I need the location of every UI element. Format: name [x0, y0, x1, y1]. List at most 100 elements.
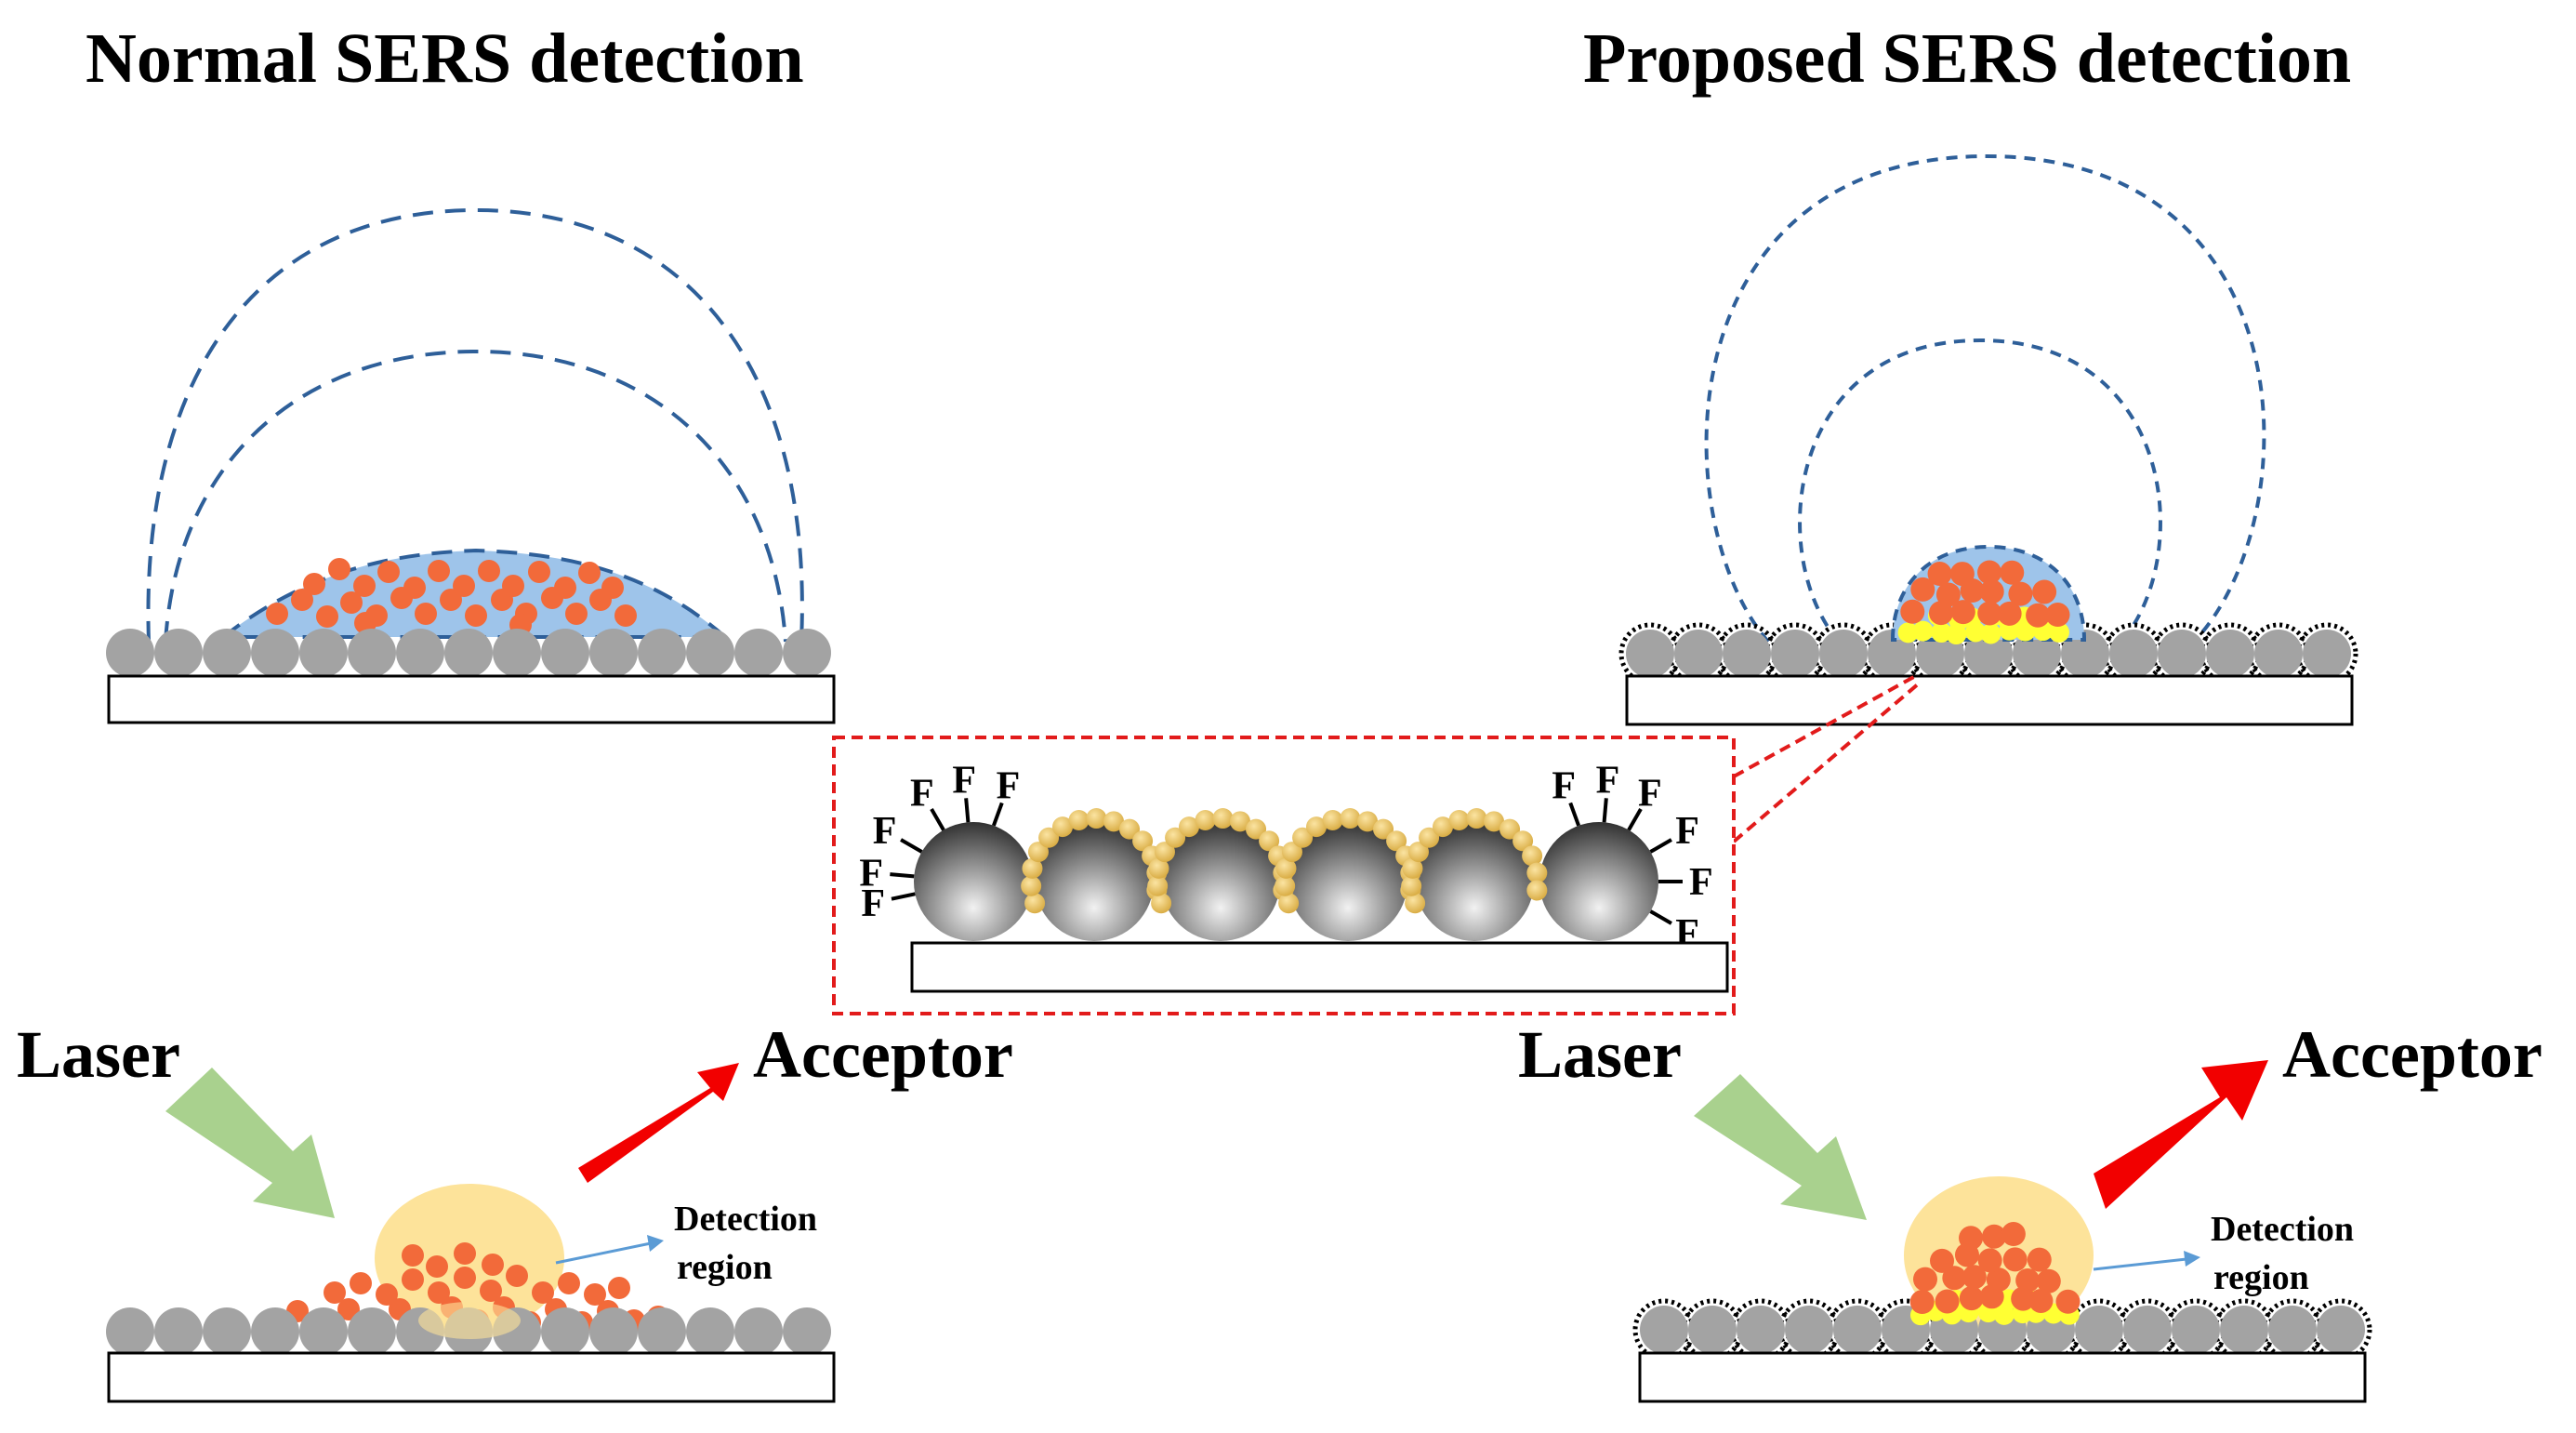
analyte-molecule [453, 575, 475, 597]
silver-nanoparticle [2303, 630, 2351, 678]
silver-nanoparticle [299, 629, 348, 677]
gold-nanoparticle [1419, 827, 1440, 848]
analyte-molecule [1959, 1286, 1984, 1311]
analyte-molecule [2045, 603, 2070, 628]
silver-nanoparticle [203, 629, 251, 677]
silver-nanoparticle [348, 629, 396, 677]
fluorine-label: F [859, 852, 883, 895]
detection-arrow [555, 1241, 652, 1265]
gold-aggregate [1897, 622, 1919, 644]
analyte-molecule [1930, 1248, 1955, 1273]
fluorine-chain [1602, 798, 1608, 823]
gold-nanoparticle [1386, 830, 1407, 852]
gold-nanoparticle [1407, 842, 1429, 863]
silver-nanoparticle [1288, 822, 1407, 941]
acceptor-arrow [578, 1063, 739, 1183]
gold-nanoparticle [1278, 893, 1300, 914]
analyte-molecule [403, 577, 426, 599]
gold-nanoparticle [1027, 842, 1049, 863]
silver-nanoparticle [1640, 1306, 1688, 1354]
analyte-molecule [415, 603, 437, 625]
gold-nanoparticle [1052, 816, 1073, 838]
field-line-inner [164, 349, 787, 643]
analyte-molecules [1900, 560, 2070, 628]
analyte-molecule [1977, 601, 2002, 626]
gold-nanoparticle [1148, 857, 1169, 879]
silver-nanoparticle [348, 1307, 396, 1356]
silver-nanoparticle [1415, 822, 1534, 941]
silver-nanoparticle [1833, 1306, 1882, 1354]
inset-substrate [910, 941, 1729, 993]
silver-nanoparticle [2158, 630, 2206, 678]
gold-nanoparticle [1147, 875, 1169, 896]
analyte-molecule [340, 591, 363, 614]
nanoparticle-layer [1626, 630, 2351, 678]
gold-nanoparticle [1212, 808, 1234, 829]
analyte-molecule [376, 1283, 398, 1306]
analyte-molecule [478, 560, 500, 582]
analyte-molecule [402, 1244, 424, 1267]
analyte-molecule [502, 575, 524, 597]
gold-nanoparticle [1132, 830, 1154, 852]
silver-nanoparticle [2061, 630, 2109, 678]
silver-nanoparticle [734, 629, 783, 677]
fluorine-chain [890, 872, 915, 879]
gold-nanoparticle [1357, 811, 1379, 832]
fluorine-chain [900, 838, 923, 854]
analyte-molecule [2011, 1286, 2036, 1311]
analyte-molecule [316, 605, 338, 628]
silver-nanoparticle [1035, 822, 1154, 941]
analyte-molecule [2000, 560, 2025, 585]
analyte-molecule [2015, 1267, 2041, 1293]
silver-nanoparticle [154, 1307, 203, 1356]
acceptor-arrow [2094, 1060, 2268, 1209]
silver-nanoparticle [203, 1307, 251, 1356]
analyte-molecule [454, 1242, 476, 1265]
analyte-molecule [1982, 1224, 2007, 1249]
silver-nanoparticle [2172, 1306, 2220, 1354]
analyte-molecule [324, 1281, 346, 1304]
fluorine-label: F [1675, 810, 1699, 853]
title-normal-sers: Normal SERS detection [86, 20, 804, 98]
laser-arrow [1694, 1074, 1867, 1220]
silver-nanoparticle [2206, 630, 2254, 678]
gold-nanoparticle [1281, 842, 1302, 863]
silver-nanoparticle [1785, 1306, 1833, 1354]
gold-nanoparticle [1103, 811, 1125, 832]
analyte-molecule [1900, 599, 1925, 624]
proposed-detection-panel: Laser Acceptor Detection region [1518, 1017, 2543, 1403]
silver-nanoparticle [686, 629, 734, 677]
proposed-droplet-panel [1618, 153, 2358, 726]
silver-nanoparticle [1688, 1306, 1737, 1354]
analyte-molecule [1935, 582, 1961, 607]
gold-nanoparticle [1154, 842, 1175, 863]
analyte-molecule [454, 1267, 476, 1289]
fluorine-chain [891, 892, 916, 901]
laser-arrow [165, 1068, 335, 1218]
analyte-molecule [2032, 579, 2057, 604]
silver-nanoparticle [154, 629, 203, 677]
substrate [107, 1351, 836, 1403]
gold-nanoparticle [1466, 808, 1487, 829]
analyte-molecule [303, 573, 325, 595]
analyte-molecule [1977, 1248, 2002, 1273]
gold-nanoparticle [1151, 893, 1172, 914]
analyte-molecule [354, 612, 376, 634]
gold-nanoparticle [1433, 816, 1453, 838]
analyte-molecules [266, 558, 637, 636]
fluorine-label: F [873, 810, 897, 853]
analyte-molecule [1986, 1267, 2011, 1293]
silver-nanoparticle [106, 1307, 154, 1356]
gold-nanoparticle [1230, 811, 1251, 832]
silver-nanoparticle [444, 629, 493, 677]
analyte-molecule [1928, 601, 1953, 626]
fluorine-coating [2295, 622, 2358, 685]
gold-nanoparticle [1292, 827, 1314, 848]
analyte-molecule [328, 558, 350, 580]
gold-nanoparticle [1022, 857, 1043, 879]
analyte-molecule [558, 1272, 580, 1294]
silver-nanoparticle [1539, 822, 1658, 941]
analyte-molecule [1942, 1266, 1967, 1291]
silver-nanoparticle [251, 1307, 299, 1356]
